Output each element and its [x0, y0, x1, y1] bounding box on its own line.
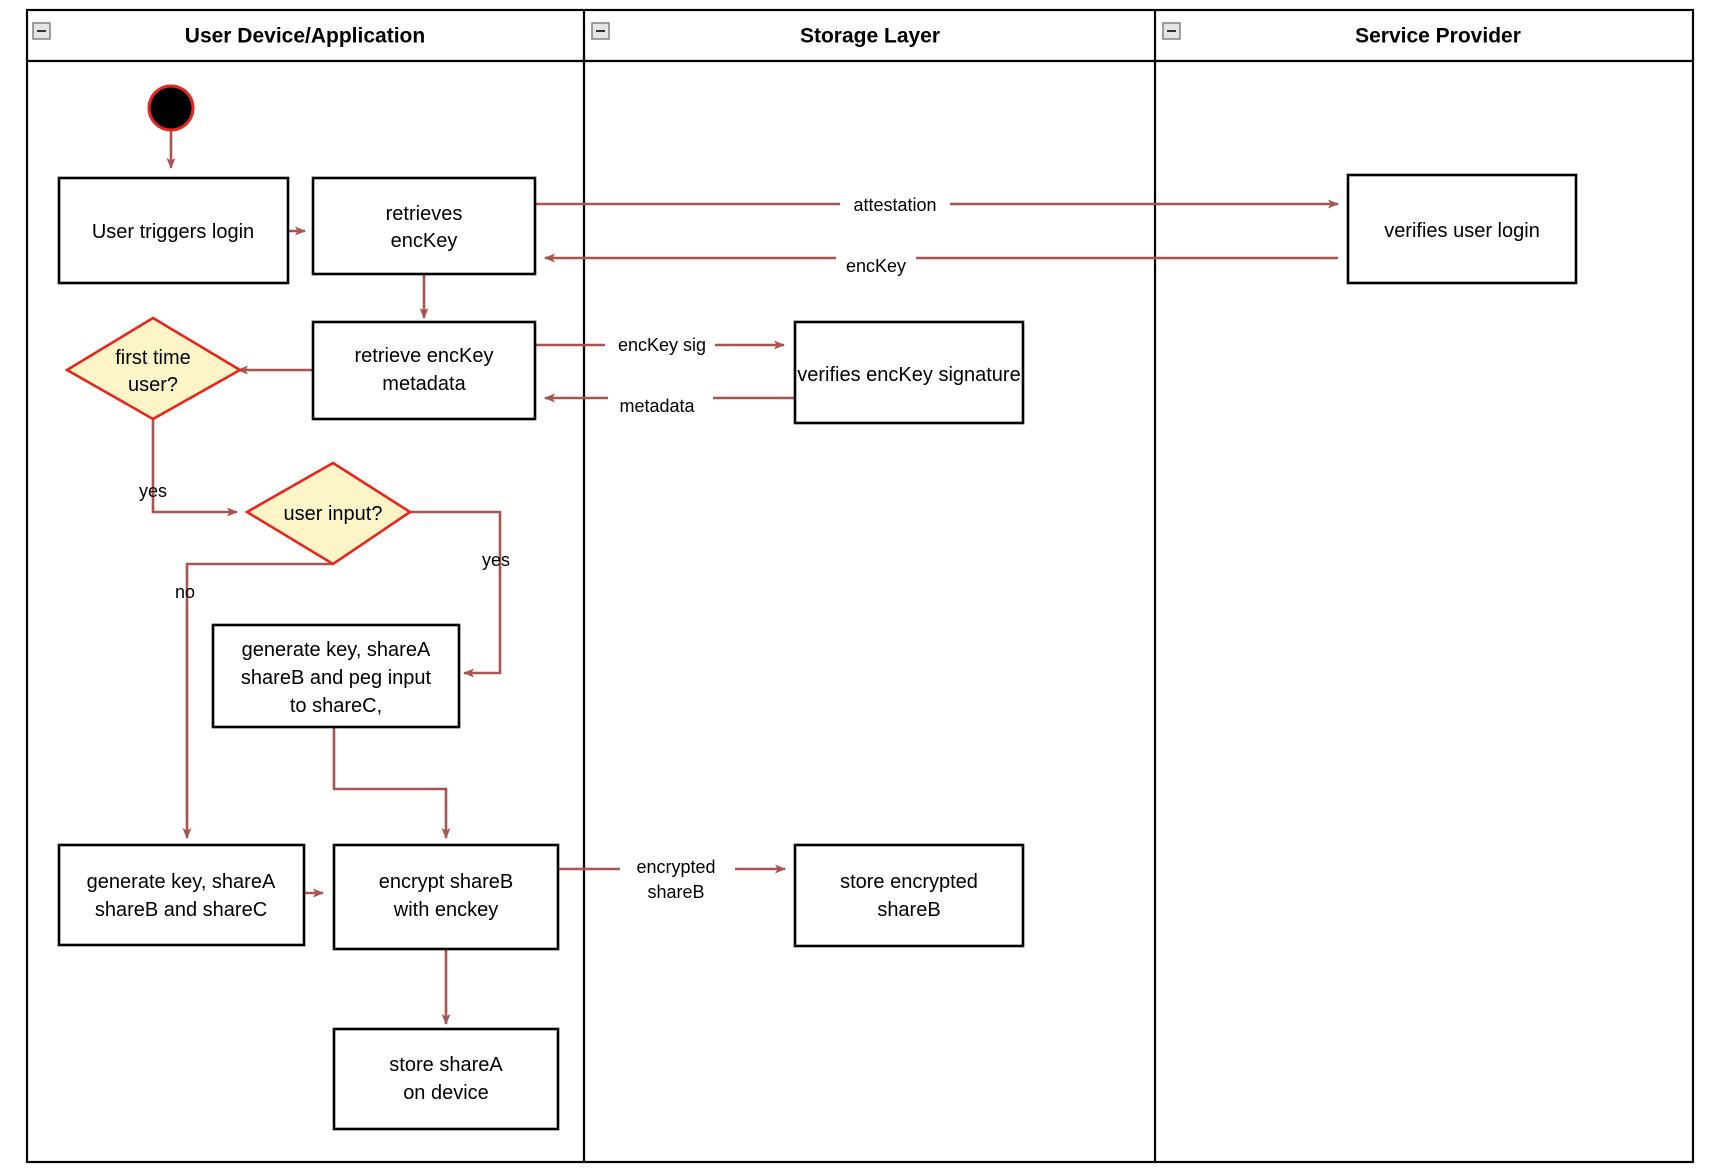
edge-label-no-user-input: no [175, 582, 195, 602]
node-label-line-0: User triggers login [92, 221, 254, 243]
node-label-line-2: to shareC, [290, 695, 382, 717]
edge-label-encrypted-line2: shareB [647, 882, 704, 902]
node-store-sharea[interactable]: store shareA on device [332, 1027, 560, 1131]
node-label-line-1: user? [128, 374, 178, 396]
node-box[interactable] [793, 843, 1025, 948]
node-encrypt-shareb[interactable]: encrypt shareB with enckey [332, 843, 560, 951]
node-retrieve-enckey-metadata[interactable]: retrieve encKey metadata [311, 320, 537, 421]
swimlane-frame [25, 8, 1695, 1164]
start-node-circle[interactable] [147, 84, 195, 132]
lane-header-user-device[interactable]: User Device/Application [32, 22, 425, 48]
edge-label-metadata: metadata [619, 396, 695, 416]
node-label-line-1: shareB and shareC [95, 899, 267, 921]
node-label-line-0: retrieve encKey [355, 345, 494, 367]
node-box[interactable] [332, 843, 560, 951]
decision-diamond[interactable] [244, 461, 413, 566]
edge-userinput-yes-to-generate-peg [409, 510, 502, 678]
node-label-line-0: user input? [284, 503, 383, 525]
edge-label-enckey: encKey [846, 256, 906, 276]
node-label-line-1: encKey [391, 230, 458, 252]
lane-header-storage[interactable]: Storage Layer [591, 22, 940, 48]
metadata-label-bg [608, 392, 713, 416]
node-box[interactable] [211, 623, 461, 729]
node-label-line-0: verifies encKey signature [797, 364, 1020, 386]
node-label-line-1: on device [403, 1082, 489, 1104]
lane-title-storage: Storage Layer [800, 25, 940, 48]
node-label-line-0: generate key, shareA [242, 639, 431, 661]
node-user-input[interactable]: user input? [244, 461, 413, 566]
encrypted-shareb-label-bg [620, 848, 735, 900]
enckey-sig-label-bg [605, 333, 715, 357]
node-label-line-1: with enckey [393, 899, 499, 921]
edge-label-yes-first-time: yes [139, 481, 167, 501]
node-label-line-1: shareB [877, 899, 940, 921]
node-label-line-0: retrieves [386, 203, 463, 225]
node-start[interactable] [147, 84, 195, 132]
edge-label-yes-user-input: yes [482, 550, 510, 570]
node-verifies-user-login[interactable]: verifies user login [1346, 173, 1578, 285]
node-generate-shares[interactable]: generate key, shareA shareB and shareC [57, 843, 306, 947]
edge-label-encrypted-line1: encrypted [636, 857, 715, 877]
lane-title-service-provider: Service Provider [1355, 25, 1521, 48]
node-verifies-enckey-signature[interactable]: verifies encKey signature [793, 320, 1025, 425]
node-box[interactable] [57, 176, 290, 285]
node-box[interactable] [793, 320, 1025, 425]
node-generate-peg[interactable]: generate key, shareA shareB and peg inpu… [211, 623, 461, 729]
node-box[interactable] [311, 176, 537, 276]
node-box[interactable] [1346, 173, 1578, 285]
node-box[interactable] [311, 320, 537, 421]
edge-userinput-no-to-generate-shares [182, 562, 333, 839]
edge-label-enckey-sig: encKey sig [618, 335, 706, 355]
node-box[interactable] [332, 1027, 560, 1131]
enckey-label-bg [836, 248, 916, 272]
edge-labels: attestation encKey encKey sig metadata y… [139, 192, 950, 902]
lane-title-user-device: User Device/Application [185, 25, 425, 48]
node-first-time-user[interactable]: first time user? [64, 316, 243, 421]
node-user-triggers-login[interactable]: User triggers login [57, 176, 290, 285]
edge-firsttime-yes-to-userinput [151, 419, 238, 517]
node-label-line-0: store shareA [389, 1054, 503, 1076]
node-label-line-0: verifies user login [1384, 220, 1540, 242]
node-retrieves-enckey[interactable]: retrieves encKey [311, 176, 537, 276]
node-label-line-1: shareB and peg input [241, 667, 432, 689]
edge-label-attestation: attestation [853, 195, 936, 215]
node-label-line-0: first time [115, 347, 191, 369]
node-label-line-0: store encrypted [840, 871, 978, 893]
node-label-line-1: metadata [382, 373, 466, 395]
node-box[interactable] [57, 843, 306, 947]
edge-generate-peg-to-encrypt [332, 727, 451, 839]
node-store-encrypted-shareb[interactable]: store encrypted shareB [793, 843, 1025, 948]
attestation-label-bg [840, 192, 950, 216]
node-label-line-0: generate key, shareA [87, 871, 276, 893]
lane-header-service-provider[interactable]: Service Provider [1162, 22, 1521, 48]
node-label-line-0: encrypt shareB [379, 871, 514, 893]
decision-diamond[interactable] [64, 316, 243, 421]
